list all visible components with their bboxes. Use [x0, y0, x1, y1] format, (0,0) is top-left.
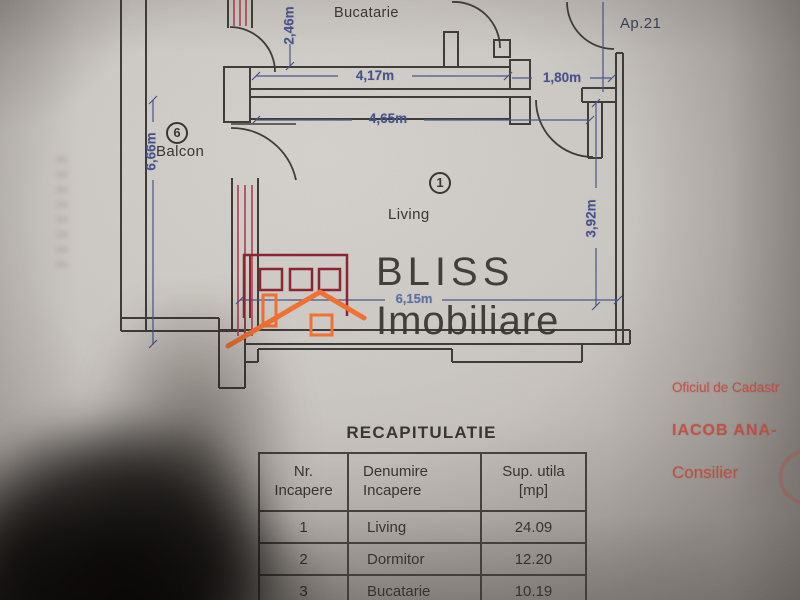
cell-sup: 10.19: [480, 574, 587, 600]
room-label-bucatarie: Bucatarie: [334, 5, 399, 21]
dimension-label-417: 4,17m: [355, 68, 395, 83]
table-row: 1 Living 24.09: [258, 510, 587, 544]
recap-col-denumire-line2: Incapere: [363, 482, 422, 499]
recap-col-nr-line1: Nr.: [293, 463, 314, 481]
room-label-balcon: Balcon: [156, 143, 205, 160]
logo-text-bliss: BLISS: [376, 250, 515, 294]
recap-col-sup-line2: [mp]: [518, 482, 549, 499]
cell-denumire: Living: [347, 510, 482, 544]
faint-margin-marks: [56, 150, 68, 268]
dimension-label-392: 3,92m: [583, 199, 599, 238]
logo-text-imobiliare: Imobiliare: [376, 299, 560, 343]
recap-col-sup: Sup. utila [mp]: [480, 452, 587, 512]
dimension-label-465: 4,65m: [368, 111, 408, 126]
cell-nr: 3: [258, 574, 349, 600]
living-number-badge: 1: [429, 172, 451, 194]
room-label-living: Living: [388, 206, 430, 223]
recap-col-denumire: Denumire Incapere: [347, 452, 482, 512]
recap-col-nr-line2: Incapere: [274, 482, 333, 499]
table-row: 2 Dormitor 12.20: [258, 542, 587, 576]
cell-nr: 1: [258, 510, 349, 544]
stamp-role-text: Consilier: [672, 463, 739, 482]
recap-col-denumire-line1: Denumire: [363, 463, 429, 481]
recap-col-nr: Nr. Incapere: [258, 452, 349, 512]
recap-table: Nr. Incapere Denumire Incapere Sup. util…: [258, 452, 587, 600]
table-row: 3 Bucatarie 10.19: [258, 574, 587, 600]
cell-denumire: Bucatarie: [347, 574, 482, 600]
cell-sup: 12.20: [480, 542, 587, 576]
dimension-label-180: 1,80m: [542, 70, 582, 85]
recap-col-sup-line1: Sup. utila: [502, 463, 565, 481]
cell-denumire: Dormitor: [347, 542, 482, 576]
dimension-label-246: 2,46m: [281, 6, 297, 45]
dimension-label-666: 6,66m: [143, 132, 159, 171]
dimension-lines: [148, 2, 623, 349]
recap-title: RECAPITULATIE: [346, 423, 497, 442]
recap-header-row: Nr. Incapere Denumire Incapere Sup. util…: [258, 452, 587, 512]
balcon-number-badge: 6: [166, 122, 188, 144]
cell-sup: 24.09: [480, 510, 587, 544]
apartment-number-label: Ap.21: [620, 15, 662, 32]
stamp-name-text: IACOB ANA-: [672, 422, 778, 439]
stamp-office-text: Oficiul de Cadastr: [672, 380, 780, 395]
cell-nr: 2: [258, 542, 349, 576]
